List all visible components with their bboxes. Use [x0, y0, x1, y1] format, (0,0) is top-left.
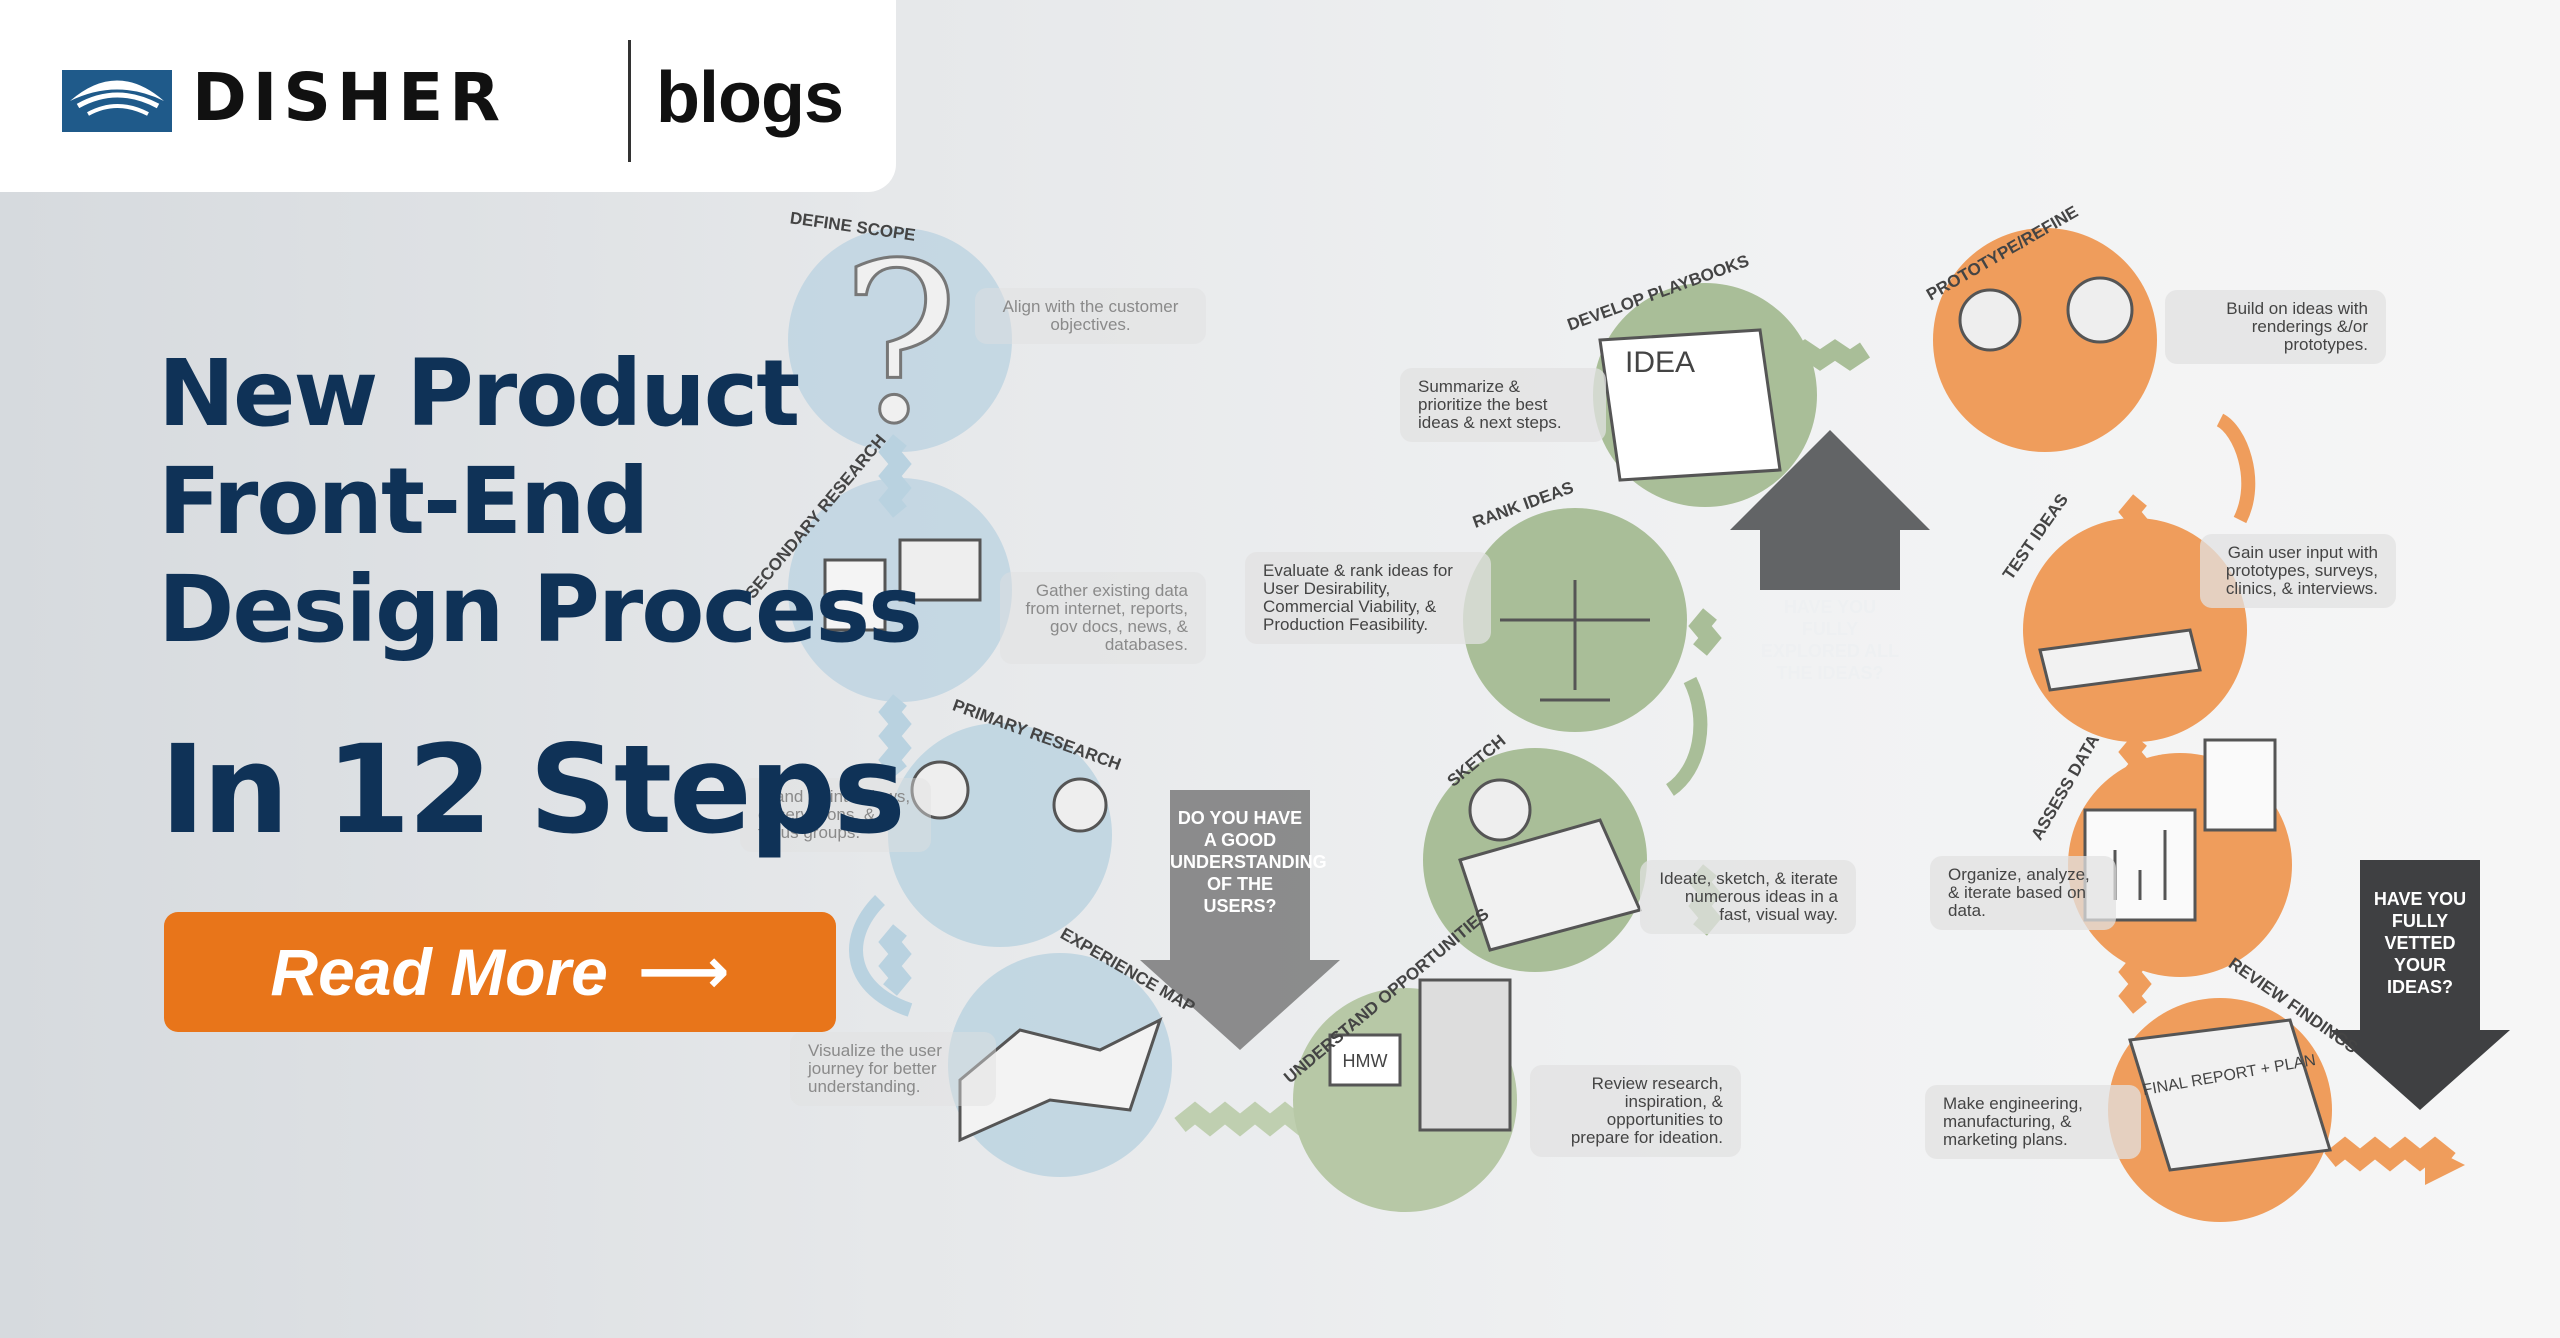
binder-icon — [2128, 1018, 2332, 1172]
loop-arrow-blue — [849, 895, 913, 1017]
read-more-button[interactable]: Read More ⟶ — [164, 912, 836, 1032]
callout-vetted: HAVE YOU FULLY VETTED YOUR IDEAS? — [2373, 889, 2467, 997]
note-define-scope: Align with the customer objectives. — [975, 288, 1206, 344]
illustrations: ? HMW IDEA FINAL REPORT + PLAN — [823, 215, 2332, 1172]
title-line-1: New Product — [158, 340, 800, 447]
read-more-label: Read More — [270, 935, 608, 1009]
note-test-ideas: Gain user input with prototypes, surveys… — [2200, 534, 2396, 608]
note-experience-map: Visualize the user journey for better un… — [790, 1032, 996, 1106]
page-subtitle: In 12 Steps — [160, 719, 906, 861]
note-understand-opportunities: Review research, inspiration, & opportun… — [1530, 1065, 1741, 1157]
up-arrow-explored — [1730, 430, 1930, 590]
question-mark-icon: ? — [841, 216, 959, 472]
down-arrow-users — [1140, 790, 1340, 1050]
scales-icon — [1500, 580, 1650, 702]
end-arrow — [2425, 1145, 2465, 1185]
callout-users: DO YOU HAVE A GOOD UNDERSTANDING OF THE … — [1170, 808, 1327, 916]
sticky-notes-board-icon — [1418, 978, 1512, 1132]
hmw-card — [1328, 1033, 1402, 1087]
arrow-right-icon: ⟶ — [637, 935, 730, 1009]
note-review-findings: Make engineering, manufacturing, & marke… — [1925, 1085, 2141, 1159]
designer-head-icon — [1468, 778, 1532, 842]
step-circle-define-scope — [788, 228, 1012, 452]
playbook-idea-text: IDEA — [1625, 346, 1695, 379]
logo-divider — [628, 40, 631, 162]
loop-arrow-orange — [2216, 413, 2256, 524]
document-icon — [823, 558, 887, 632]
title-line-2: Front-End — [158, 448, 649, 555]
callout-explored: HAVE YOU FULLY EXPLORED ALL THE IDEAS? — [1760, 597, 1900, 683]
note-develop-playbooks: Summarize & prioritize the best ideas & … — [1400, 368, 1606, 442]
down-arrow-vetted — [2330, 860, 2510, 1110]
note-rank-ideas: Evaluate & rank ideas for User Desirabil… — [1245, 552, 1491, 644]
note-primary-research: …and … interviews, observations, & focus… — [740, 778, 931, 852]
disher-logo-icon — [62, 70, 172, 132]
report-checklist-icon — [2203, 738, 2277, 832]
loop-arrow-green — [1665, 676, 1708, 796]
note-assess-data: Organize, analyze, & iterate based on da… — [1930, 856, 2116, 930]
hmw-label: HMW — [1343, 1051, 1388, 1071]
logo-bar: DISHER blogs — [0, 0, 896, 192]
callout-arrows — [849, 413, 2510, 1110]
brand-name: DISHER — [192, 59, 507, 136]
section-label: blogs — [656, 58, 844, 138]
testing-table-icon — [2038, 628, 2202, 692]
person-icon — [910, 760, 970, 820]
map-icon — [958, 1017, 1163, 1143]
playbook-icon — [1598, 328, 1782, 482]
note-sketch: Ideate, sketch, & iterate numerous ideas… — [1640, 860, 1856, 934]
laptop-icon — [898, 538, 982, 602]
note-prototype-refine: Build on ideas with renderings &/or prot… — [2165, 290, 2386, 364]
note-secondary-research: Gather existing data from internet, repo… — [1000, 572, 1206, 664]
prototype-person-icon — [1958, 288, 2022, 352]
person-icon-2 — [1052, 777, 1108, 833]
prototype-person-icon-2 — [2066, 276, 2134, 344]
page-title: New Product Front-End Design Process — [158, 340, 923, 664]
title-line-3: Design Process — [158, 556, 923, 663]
